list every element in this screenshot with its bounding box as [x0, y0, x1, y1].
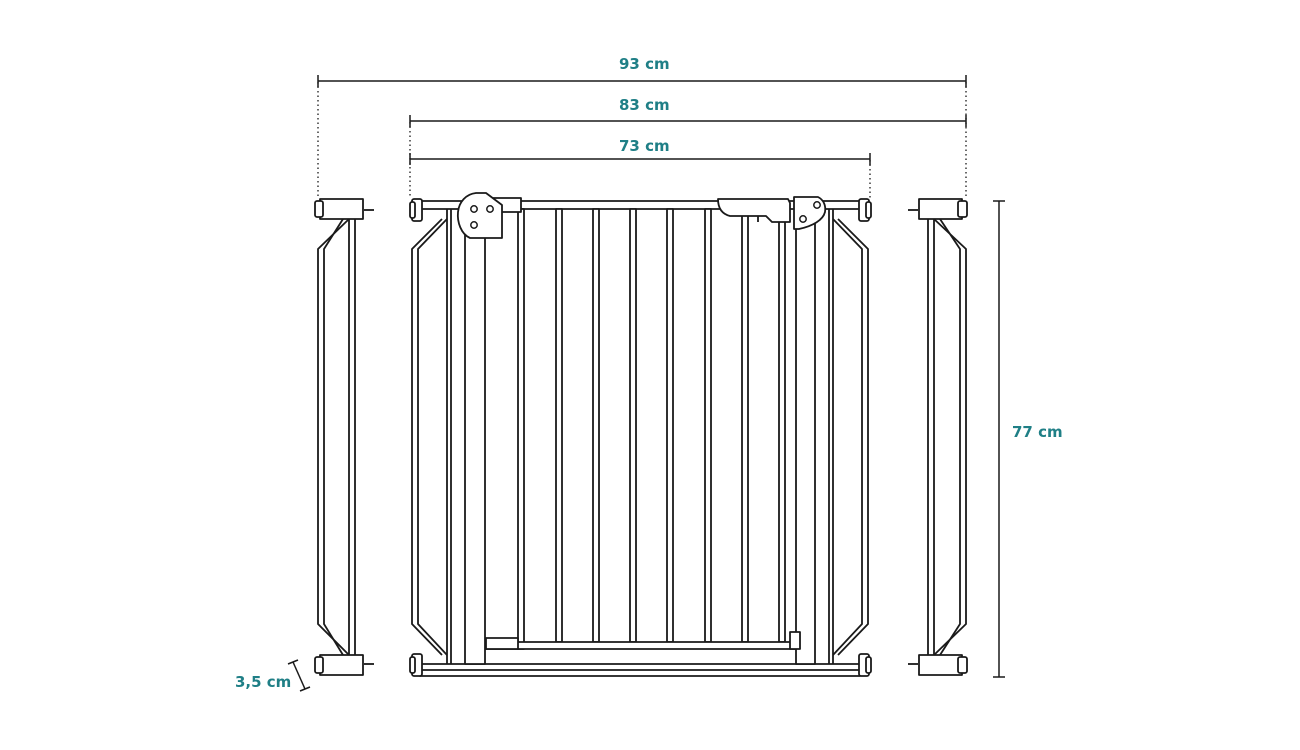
latch-handle: [717, 198, 791, 223]
extension-guides: [317, 82, 967, 198]
dimension-83cm-line: [409, 115, 967, 127]
dimension-label-73cm: 73 cm: [619, 137, 670, 155]
dimension-label-83cm: 83 cm: [619, 96, 670, 114]
dimension-93cm-line: [317, 75, 967, 87]
dimension-label-93cm: 93 cm: [619, 55, 670, 73]
dimension-77cm-line: [993, 200, 1005, 678]
latch-bracket: [793, 196, 827, 230]
dimension-label-77cm: 77 cm: [1012, 423, 1063, 441]
dimension-3-5cm-line: [287, 659, 311, 692]
left-extension-panel: [314, 198, 374, 676]
hinge-bracket: [456, 192, 522, 239]
right-extension-panel: [908, 198, 968, 676]
dimension-label-3-5cm: 3,5 cm: [235, 673, 292, 691]
main-gate: [409, 198, 872, 677]
